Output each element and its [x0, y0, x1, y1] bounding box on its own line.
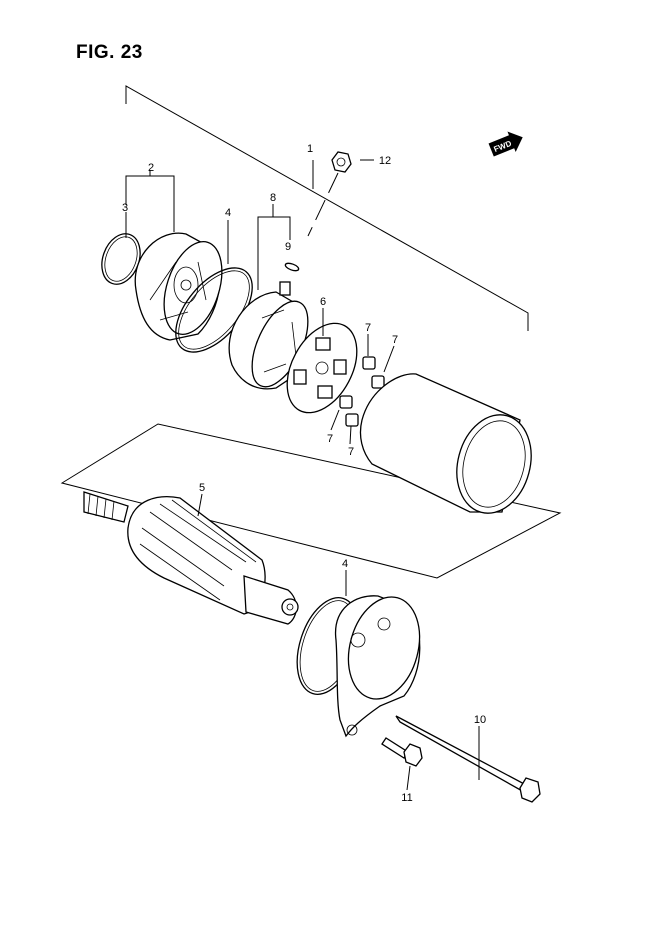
part-11-short-bolt: [381, 737, 423, 767]
label-part-4-lower: 4: [342, 558, 348, 570]
label-part-8: 8: [270, 192, 276, 204]
part-12-nut: [331, 151, 352, 173]
figure-title: FIG. 23: [76, 42, 143, 63]
bracket-2-3: [125, 170, 175, 238]
label-part-10: 10: [474, 714, 486, 726]
label-part-12: 12: [379, 155, 391, 167]
part-10-through-bolt: [395, 715, 541, 803]
part-6-brush-plate: [286, 322, 358, 414]
bracket-8-9: [257, 204, 291, 290]
rear-cover: [334, 595, 421, 738]
fwd-arrow-icon: FWD: [488, 131, 523, 157]
part-5-armature: [83, 491, 299, 625]
label-part-11: 11: [401, 792, 412, 804]
part-7-brush-b: [371, 375, 385, 389]
label-part-7-c: 7: [327, 433, 333, 445]
label-part-4-upper: 4: [225, 207, 231, 219]
part-7-brush-d: [345, 413, 359, 427]
label-part-7-b: 7: [392, 334, 398, 346]
label-part-6: 6: [320, 296, 326, 308]
armature-frame: [60, 423, 562, 579]
assembly-bracket-upper: [125, 85, 529, 331]
part-7-brush-c: [339, 395, 353, 409]
label-part-5: 5: [199, 482, 205, 494]
motor-yoke: [359, 373, 532, 514]
label-part-9: 9: [285, 241, 291, 253]
part-2-front-housing: [134, 232, 223, 341]
label-part-3: 3: [122, 202, 128, 214]
part-7-brush-a: [362, 356, 376, 370]
label-part-1: 1: [307, 143, 313, 155]
part-labels: 1 2 3 4 4 5 6 7 7 7 7 8 9 10 11 12: [122, 143, 486, 804]
leader-nut-to-terminal: [307, 172, 339, 237]
part-9-small-oring: [284, 262, 300, 272]
part-8-brush-housing: [228, 281, 309, 390]
leader-lines: [197, 159, 480, 791]
label-part-7-d: 7: [348, 446, 354, 458]
label-part-7-a: 7: [365, 322, 371, 334]
label-part-2: 2: [148, 162, 154, 174]
